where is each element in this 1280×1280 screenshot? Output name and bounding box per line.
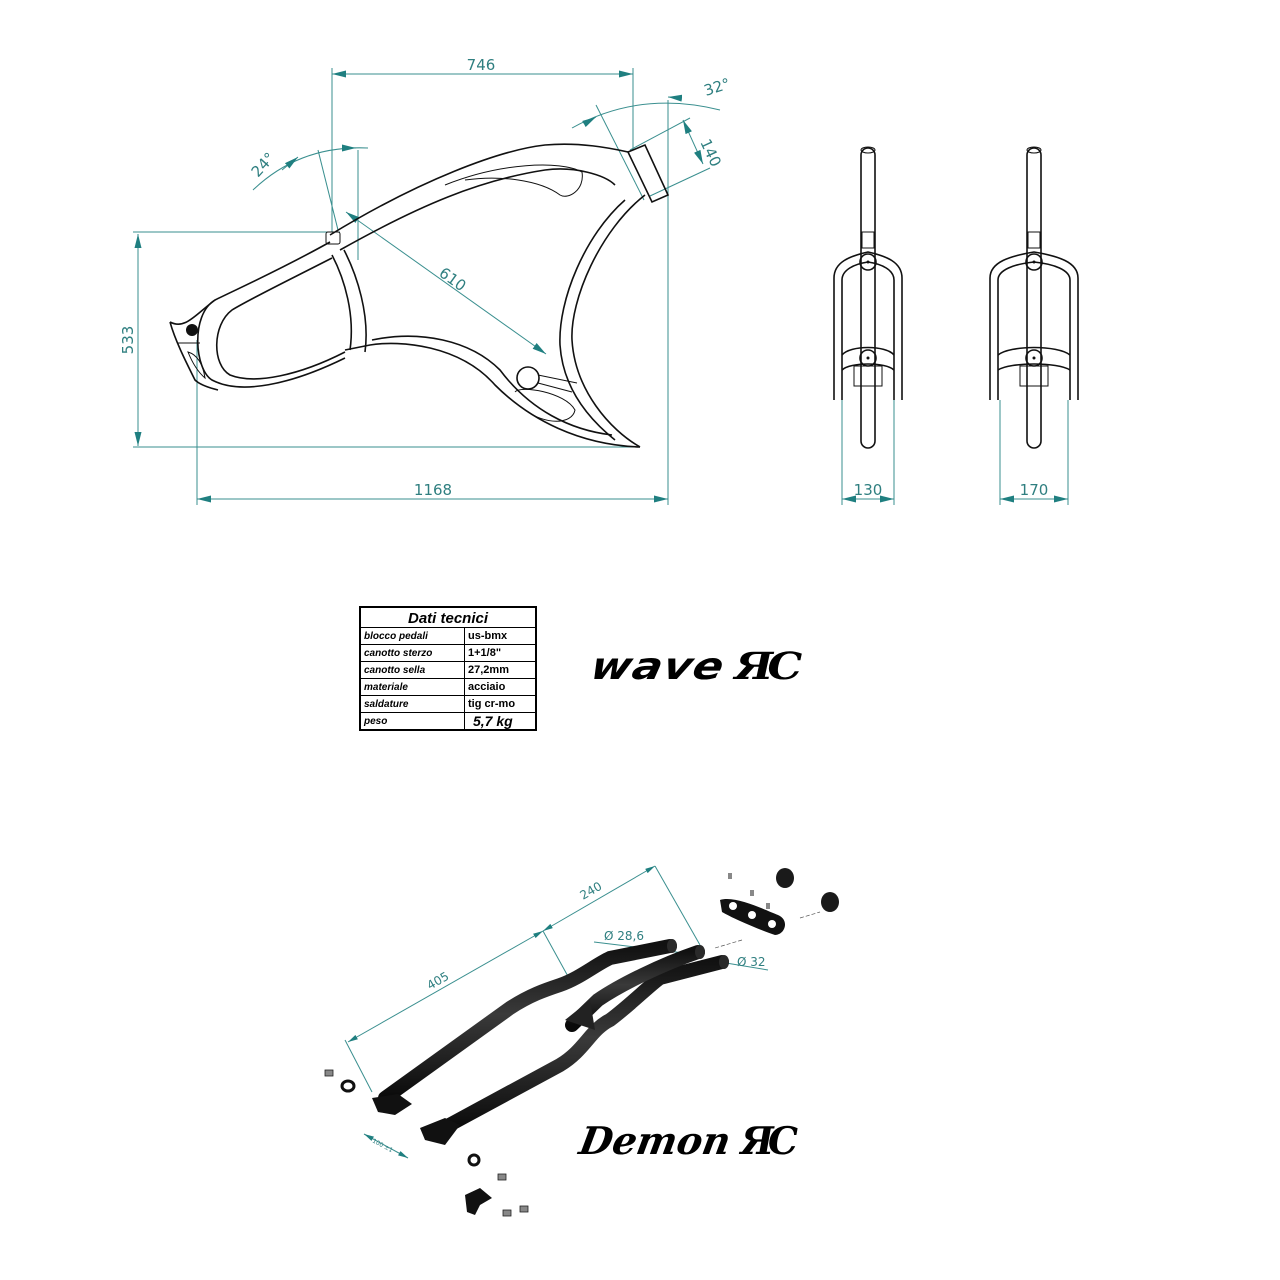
front-view-wide: 170 (989, 146, 1079, 505)
fork-body (372, 939, 729, 1145)
extension-lines (133, 68, 711, 505)
spec-row: blocco pedali us-bmx (360, 627, 536, 645)
bolt-icon (324, 1069, 334, 1077)
spec-key: peso (360, 712, 465, 730)
dim-dropout-spacing: 100 ±1 (371, 1138, 394, 1155)
dim-top-width: 746 (467, 56, 496, 74)
bolt-icon (502, 1209, 512, 1217)
bracket-part (465, 1188, 492, 1215)
dim-tube-diameter-small: Ø 28,6 (604, 929, 644, 943)
spec-key: saldature (360, 695, 465, 713)
spec-table: Dati tecnici blocco pedali us-bmx canott… (359, 606, 537, 731)
set-screw-icon (728, 873, 732, 879)
dim-front-narrow: 130 (854, 481, 883, 499)
fork-hardware (324, 868, 839, 1217)
dropout-left (372, 1094, 412, 1115)
washer-icon (467, 1153, 481, 1167)
dim-tube-diameter-large: Ø 32 (737, 955, 766, 969)
washer-icon (340, 1079, 356, 1093)
spec-row: materiale acciaio (360, 678, 536, 696)
dim-fork-lower: 405 (425, 969, 452, 993)
spec-key: canotto sterzo (360, 644, 465, 662)
spec-row: peso 5,7 kg (360, 712, 536, 730)
set-screw-icon (766, 903, 770, 909)
cap-part (776, 868, 794, 888)
spec-value: us-bmx (464, 627, 536, 645)
spec-row: canotto sella 27,2mm (360, 661, 536, 679)
dim-fork-upper: 240 (578, 879, 605, 903)
dim-front-wide: 170 (1020, 481, 1049, 499)
spec-value: 5,7 kg (473, 713, 513, 729)
cap-part (821, 892, 839, 912)
spec-key: blocco pedali (360, 627, 465, 645)
dimension-lines (134, 70, 721, 503)
spec-row: saldature tig cr-mo (360, 695, 536, 713)
bolt-icon (497, 1173, 507, 1181)
spec-table-title: Dati tecnici (360, 607, 536, 628)
fork-dimension-lines (344, 865, 769, 1159)
spec-row: canotto sterzo 1+1/8" (360, 644, 536, 662)
wave-frame-outline (169, 143, 670, 448)
spec-value: 1+1/8" (464, 644, 536, 662)
dropout-right (420, 1118, 460, 1145)
spec-key: canotto sella (360, 661, 465, 679)
dropout-logo-icon (186, 324, 198, 336)
dim-length: 1168 (414, 481, 452, 499)
spec-value: 27,2mm (464, 661, 536, 679)
set-screw-icon (750, 890, 754, 896)
bolt-icon (519, 1205, 529, 1213)
spec-value: acciaio (464, 678, 536, 696)
spec-value: tig cr-mo (464, 695, 536, 713)
dim-height: 533 (119, 326, 137, 355)
spec-key: materiale (360, 678, 465, 696)
front-view-narrow: 130 (833, 146, 903, 505)
